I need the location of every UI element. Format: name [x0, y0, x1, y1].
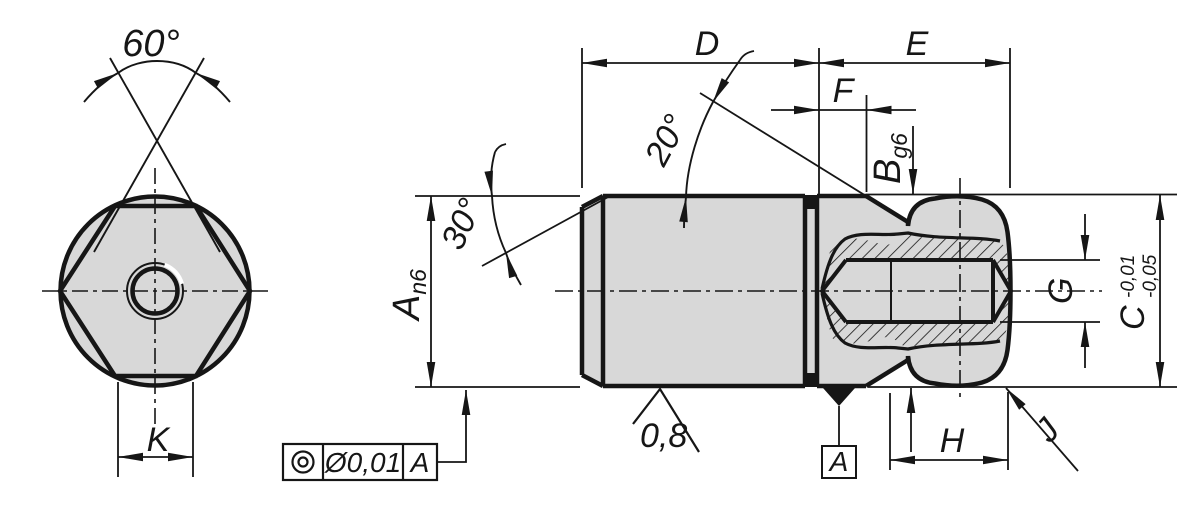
tolerance-datum: A: [409, 447, 430, 478]
front-centerlines: [42, 168, 268, 428]
dim-label-j: J: [1027, 411, 1068, 451]
dim-label-20deg: 20°: [637, 109, 695, 173]
dim-label-g: G: [1042, 278, 1080, 304]
socket-lip-edges: [820, 231, 1001, 351]
dim-label-b: Bg6: [867, 133, 912, 184]
tolerance-leader: [437, 390, 471, 463]
roughness-value: 0,8: [640, 417, 687, 455]
front-hexagon: [57, 203, 253, 379]
dim-j-leader: [1005, 387, 1079, 472]
roughness-symbol: 0,8: [632, 387, 700, 455]
section-hatch-lower: [823, 292, 1011, 348]
groove-notch-bottom: [805, 373, 817, 387]
datum-a-label: A: [828, 446, 849, 477]
side-view: [555, 178, 1102, 402]
dim-label-e: E: [906, 25, 929, 63]
side-centerlines: [555, 178, 1102, 402]
dim-label-d: D: [695, 25, 720, 63]
datum-a: A: [821, 388, 857, 479]
section-hatch-upper: [823, 234, 1011, 290]
tolerance-value: Ø0,01: [324, 447, 401, 478]
dim-label-60deg: 60°: [122, 23, 179, 65]
thread-circle-gap: [163, 262, 184, 285]
angle-20-arc: [679, 50, 755, 229]
cone-construction-lines: [93, 57, 221, 253]
dim-label-k: K: [147, 421, 171, 459]
dim-b-lines: [906, 126, 918, 452]
dim-label-c: C-0,01-0,05: [1114, 254, 1161, 330]
angle-60-arc: [83, 60, 231, 103]
tolerance-frame: Ø0,01 A: [281, 390, 471, 482]
front-view: 60° K: [42, 23, 268, 477]
concentricity-icon: [291, 450, 315, 474]
angle-30-arc: [484, 143, 522, 286]
groove-notch-top: [805, 195, 817, 209]
dim-label-f: F: [833, 72, 856, 110]
dim-label-a: An6: [386, 269, 431, 322]
dim-label-30deg: 30°: [434, 193, 490, 256]
extension-lines: [415, 48, 1177, 470]
dim-label-h: H: [940, 422, 965, 460]
